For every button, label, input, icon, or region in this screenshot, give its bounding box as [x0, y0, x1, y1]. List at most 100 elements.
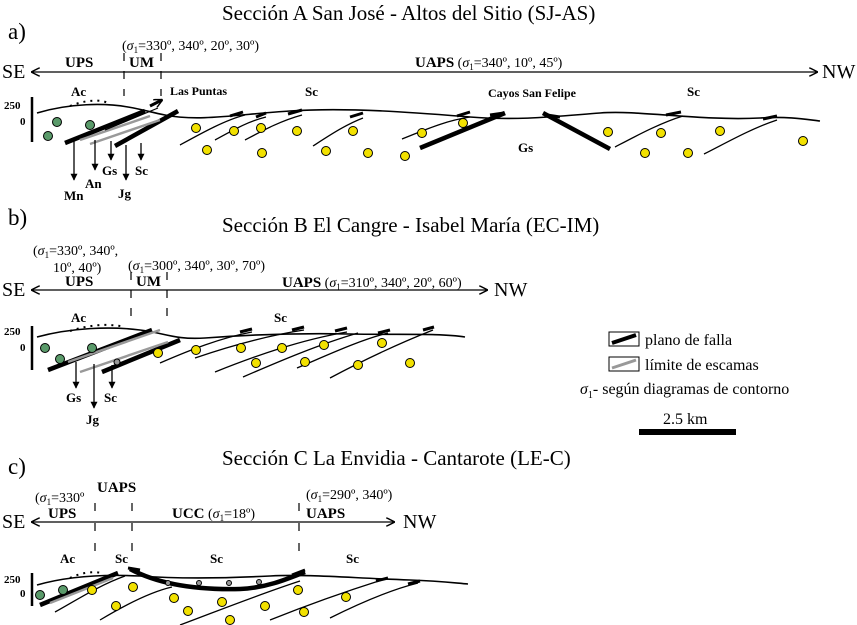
dir-nw: NW: [822, 61, 855, 83]
label-ac: Ac: [71, 310, 86, 325]
ophiolite-dot: [58, 585, 68, 595]
unit-ups: UPS: [65, 274, 93, 290]
label-cayos-san-felipe: Cayos San Felipe: [488, 86, 577, 100]
main-fault: [541, 111, 612, 151]
label-gs: Gs: [518, 140, 533, 155]
label-sc: Sc: [305, 84, 318, 99]
thrust-faults: [54, 575, 419, 625]
scale-limit-line: [49, 576, 114, 605]
label-ac: Ac: [71, 84, 86, 99]
ac-dotted-contact: [69, 323, 126, 332]
ophiolite-dot: [87, 343, 97, 353]
elev-0: 0: [20, 342, 26, 354]
elev-250: 250: [4, 326, 21, 338]
thrust-tips: [229, 108, 778, 121]
scale-bar: [639, 429, 736, 435]
sigma-um: (σ1=300º, 340º, 30º, 70º): [128, 259, 265, 275]
thrust-line: [104, 107, 159, 131]
label-sc: Sc: [346, 551, 359, 566]
sediment-dots: [191, 118, 808, 161]
dir-se: SE: [2, 511, 25, 533]
depth-arrows: [72, 362, 116, 409]
unit-ucc: UCC (σ1=18º): [172, 506, 255, 523]
thrust-tips: [127, 566, 421, 586]
section-a: a) Sección A San José - Altos del Sitio …: [2, 1, 855, 203]
unit-ups: UPS: [48, 506, 76, 522]
unit-um: UM: [136, 274, 161, 290]
surface-profile: [36, 574, 469, 586]
unit-uaps: UAPS (σ1=340º, 10º, 45º): [415, 55, 563, 72]
label-sc: Sc: [274, 310, 287, 325]
ophiolite-dot: [113, 358, 121, 366]
panel-label-b: b): [8, 205, 27, 230]
ophiolite-dot: [55, 354, 65, 364]
sigma-ups-cont: 10º, 40º): [53, 261, 102, 276]
unit-uaps: UAPS: [97, 480, 136, 496]
legend-limit-label: límite de escamas: [645, 357, 759, 374]
label-sc: Sc: [210, 551, 223, 566]
sigma-uaps: (σ1=290º, 340º): [306, 488, 393, 504]
main-fault: [113, 109, 180, 148]
legend-fault-label: plano de falla: [645, 332, 732, 349]
unit-uaps: UAPS (σ1=310º, 340º, 20º, 60º): [282, 275, 462, 292]
unit-ups: UPS: [65, 55, 93, 71]
main-fault: [419, 110, 506, 151]
legend-fault-icon: [611, 333, 637, 345]
label-jg: Jg: [118, 186, 132, 201]
unit-um: UM: [129, 55, 154, 71]
elev-0: 0: [20, 116, 26, 128]
scale-limit-lines: [79, 114, 161, 146]
sigma-ups: (σ1=330º: [35, 491, 85, 507]
sediment-dots: [87, 582, 351, 625]
ophiolite-dot: [43, 131, 53, 141]
section-c-title: Sección C La Envidia - Cantarote (LE-C): [222, 446, 571, 470]
ophiolite-dot: [85, 120, 95, 130]
ophiolite-dot: [35, 590, 45, 600]
ophiolite-dot: [52, 117, 62, 127]
elev-250: 250: [4, 100, 21, 112]
section-b-title: Sección B El Cangre - Isabel María (EC-I…: [222, 213, 599, 237]
elev-250: 250: [4, 574, 21, 586]
label-gs: Gs: [102, 163, 117, 178]
label-sc: Sc: [135, 163, 148, 178]
main-fault: [101, 337, 181, 375]
sediment-dots: [153, 338, 415, 370]
ophiolite-dot: [40, 343, 50, 353]
unit-uaps: UAPS: [306, 506, 345, 522]
section-b: b) Sección B El Cangre - Isabel María (E…: [2, 205, 599, 427]
dir-nw: NW: [494, 279, 527, 301]
dir-se: SE: [2, 279, 25, 301]
section-a-title: Sección A San José - Altos del Sitio (SJ…: [222, 1, 595, 25]
sigma-ups: (σ1=330º, 340º,: [33, 244, 118, 260]
surface-profile: [36, 327, 466, 340]
dir-nw: NW: [403, 511, 436, 533]
thrust-tips: [239, 325, 435, 335]
elev-0: 0: [20, 588, 26, 600]
ac-dotted-contact: [69, 99, 109, 107]
scale-bar-label: 2.5 km: [663, 411, 708, 428]
scale-limit-lines: [67, 328, 169, 374]
las-puntas-pointer: [149, 98, 162, 106]
label-an: An: [85, 176, 102, 191]
sigma-um: (σ1=330º, 340º, 20º, 30º): [122, 39, 259, 55]
label-sc: Sc: [104, 390, 117, 405]
legend-limit-icon: [611, 358, 637, 370]
panel-label-c: c): [8, 454, 26, 479]
main-fault: [39, 570, 119, 608]
panel-label-a: a): [8, 19, 26, 44]
legend-sigma-label: σ1- según diagramas de contorno: [580, 381, 789, 401]
label-mn: Mn: [64, 188, 84, 203]
label-las-puntas: Las Puntas: [170, 84, 227, 98]
label-sc: Sc: [115, 551, 128, 566]
dir-se: SE: [2, 61, 25, 83]
depth-arrows: [70, 138, 145, 181]
grey-dots: [165, 579, 262, 586]
synform-fault: [128, 567, 306, 592]
section-c: c) Sección C La Envidia - Cantarote (LE-…: [2, 446, 571, 625]
label-ac: Ac: [60, 551, 75, 566]
label-jg: Jg: [86, 412, 100, 427]
surface-profile: [36, 103, 821, 122]
label-gs: Gs: [66, 390, 81, 405]
main-fault: [64, 108, 146, 146]
